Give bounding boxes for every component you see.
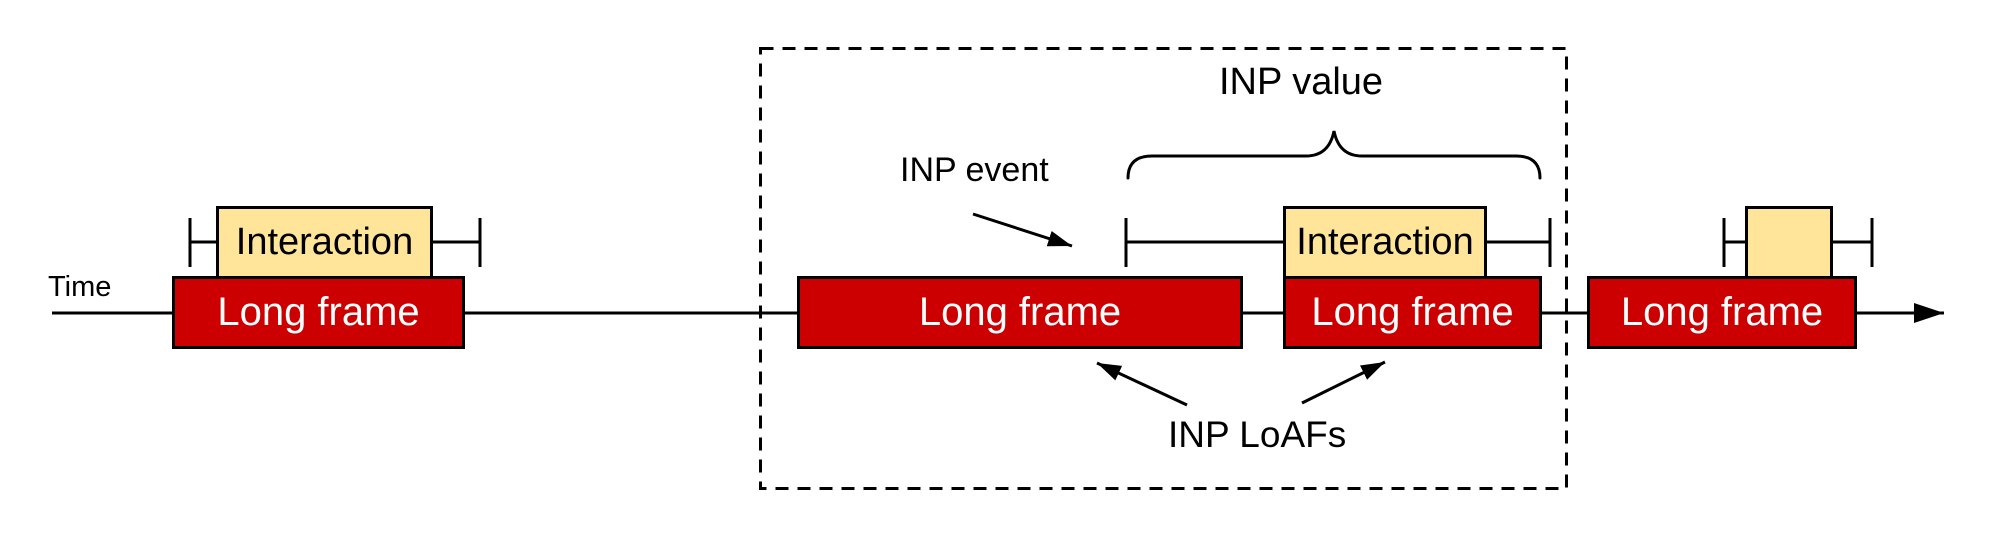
long-frame-label: Long frame	[217, 290, 420, 334]
long-frame-2-inp-loaf: Long frame	[797, 276, 1243, 349]
inp-value-label: INP value	[1219, 61, 1384, 103]
long-frame-4: Long frame	[1587, 276, 1857, 349]
interaction-label: Interaction	[1296, 221, 1474, 263]
interaction-3	[1745, 206, 1833, 279]
inp-loafs-label: INP LoAFs	[1168, 414, 1347, 455]
interaction-label: Interaction	[235, 221, 414, 263]
long-frame-3-inp-loaf: Long frame	[1283, 276, 1542, 349]
long-frame-label: Long frame	[1311, 290, 1514, 334]
inp-value-brace	[1126, 130, 1542, 180]
inp-loafs-arrow-left	[1096, 361, 1188, 407]
inp-group-dashed-outline	[759, 47, 1568, 490]
long-frame-1: Long frame	[172, 276, 465, 349]
inp-loafs-arrow-right	[1301, 360, 1386, 405]
long-frame-label: Long frame	[918, 290, 1122, 334]
inp-event-label: INP event	[900, 151, 1049, 189]
long-frame-label: Long frame	[1620, 290, 1824, 334]
interaction-1: Interaction	[216, 206, 433, 279]
time-label: Time	[48, 271, 112, 303]
interaction-2-inp: Interaction	[1283, 206, 1487, 279]
inp-event-arrow	[972, 212, 1073, 248]
